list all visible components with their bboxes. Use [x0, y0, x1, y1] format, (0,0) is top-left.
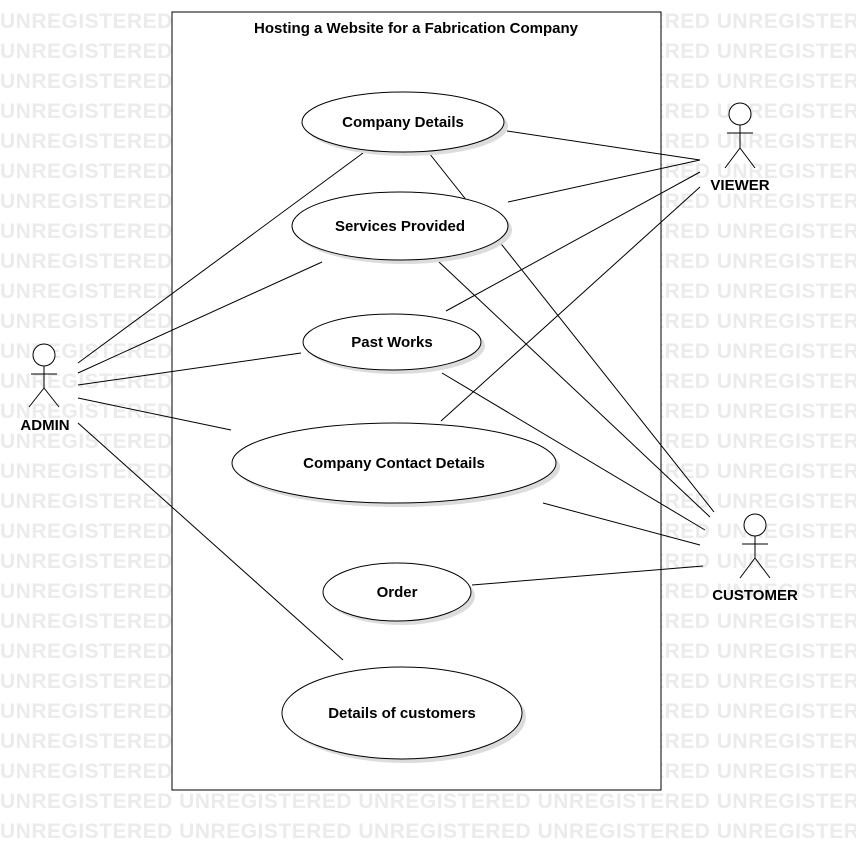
use-case-label: Company Details: [342, 114, 464, 131]
admin-past-works-link: [77, 352, 302, 386]
admin-company-details-link: [77, 152, 364, 364]
admin-customer-details-link: [77, 422, 344, 661]
viewer-company-details-link: [506, 130, 701, 161]
use-case-order[interactable]: Order: [322, 562, 475, 625]
system-title: Hosting a Website for a Fabrication Comp…: [254, 20, 579, 37]
use-case-label: Details of customers: [328, 705, 476, 722]
stick-figure-icon: [739, 513, 771, 579]
stick-figure-icon: [724, 102, 756, 169]
use-case-services-provided[interactable]: Services Provided: [291, 191, 512, 264]
actor-label: VIEWER: [710, 177, 769, 194]
use-case-label: Order: [377, 584, 418, 601]
actor-viewer[interactable]: VIEWER: [710, 102, 770, 194]
use-case-company-details[interactable]: Company Details: [301, 91, 508, 156]
customer-order-link: [471, 565, 704, 586]
viewer-contact-details-link: [440, 186, 701, 422]
viewer-past-works-link: [445, 171, 701, 312]
watermark-text: UNREGISTERED UNREGISTERED UNREGISTERED U…: [0, 820, 856, 841]
customer-contact-details-link: [542, 502, 701, 546]
use-case-past-works[interactable]: Past Works: [302, 313, 485, 374]
actor-label: CUSTOMER: [712, 587, 798, 604]
use-case-label: Company Contact Details: [303, 455, 485, 472]
customer-services-link: [438, 261, 711, 518]
admin-contact-details-link: [77, 397, 232, 431]
use-case-label: Services Provided: [335, 218, 465, 235]
use-case-company-contact-details[interactable]: Company Contact Details: [231, 422, 560, 507]
watermark-text: UNREGISTERED UNREGISTERED UNREGISTERED U…: [0, 790, 856, 813]
admin-services-link: [77, 261, 323, 374]
actor-customer[interactable]: CUSTOMER: [712, 513, 798, 604]
actor-admin[interactable]: ADMIN: [20, 343, 70, 434]
customer-past-works-link: [441, 372, 706, 531]
stick-figure-icon: [28, 343, 60, 408]
use-case-label: Past Works: [351, 334, 432, 351]
viewer-services-link: [507, 159, 701, 203]
actor-label: ADMIN: [20, 417, 69, 434]
use-case-details-of-customers[interactable]: Details of customers: [281, 666, 526, 763]
